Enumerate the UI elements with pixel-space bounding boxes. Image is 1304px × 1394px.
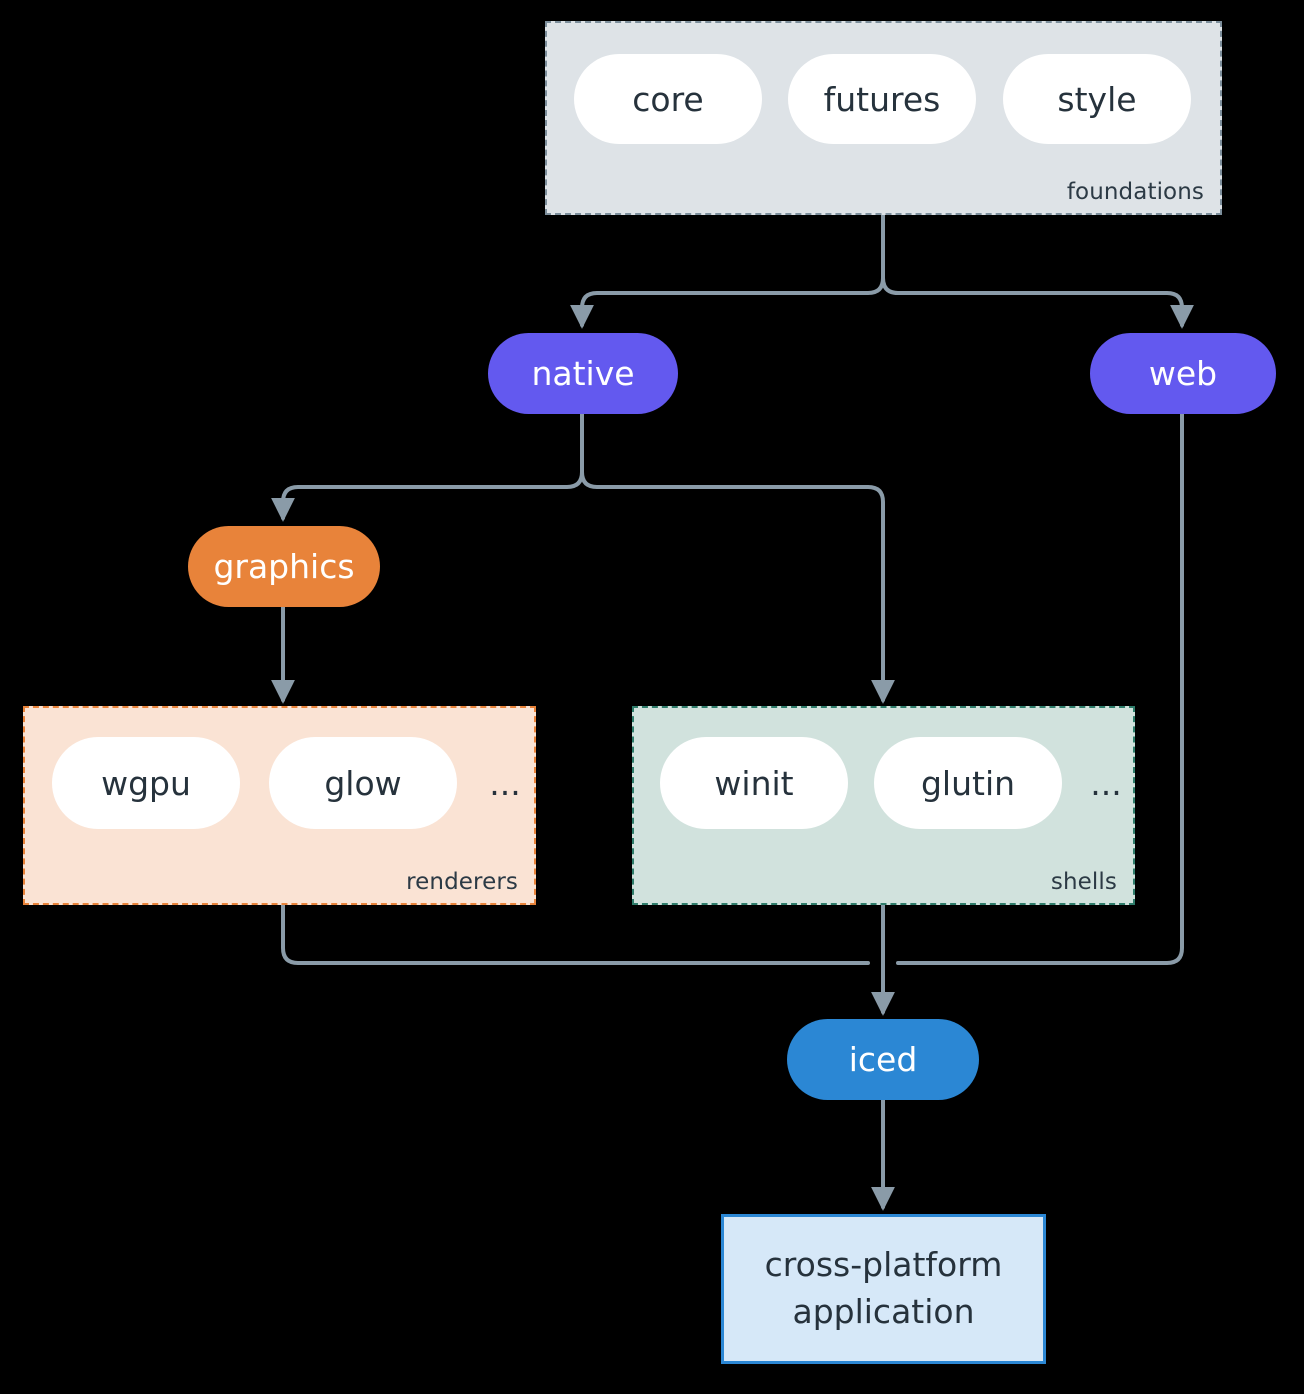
group-foundations-label: foundations (1066, 179, 1204, 205)
node-style-label: style (1057, 79, 1137, 119)
node-wgpu-label: wgpu (101, 763, 191, 803)
edge-foundations-web (881, 213, 1194, 329)
group-renderers-label: renderers (406, 869, 518, 895)
node-winit[interactable]: winit (660, 737, 848, 829)
group-shells: winit glutin ... shells (632, 706, 1135, 905)
application-line-2: application (792, 1292, 975, 1331)
edge-native-shells (580, 412, 895, 704)
node-futures-label: futures (823, 79, 941, 119)
node-glutin-label: glutin (920, 763, 1016, 803)
node-glow-label: glow (324, 763, 402, 803)
node-style[interactable]: style (1003, 54, 1191, 144)
edge-native-graphics (271, 412, 584, 522)
node-core-label: core (632, 79, 704, 119)
node-native[interactable]: native (488, 333, 678, 414)
node-cross-platform-application[interactable]: cross-platform application (721, 1214, 1046, 1364)
group-shells-label: shells (1050, 869, 1117, 895)
node-wgpu[interactable]: wgpu (52, 737, 240, 829)
group-renderers: wgpu glow ... renderers (23, 706, 536, 905)
renderers-more-ellipsis: ... (489, 763, 521, 803)
edge-renderers-iced (281, 903, 870, 965)
node-glow[interactable]: glow (269, 737, 457, 829)
node-graphics[interactable]: graphics (188, 526, 380, 607)
node-winit-label: winit (714, 763, 794, 803)
node-web-label: web (1148, 354, 1218, 393)
edge-foundations-native (570, 213, 885, 329)
application-line-1: cross-platform (764, 1245, 1003, 1285)
group-foundations: core futures style foundations (545, 21, 1222, 215)
node-futures[interactable]: futures (788, 54, 976, 144)
node-web[interactable]: web (1090, 333, 1276, 414)
node-iced[interactable]: iced (787, 1019, 979, 1100)
node-glutin[interactable]: glutin (874, 737, 1062, 829)
node-native-label: native (531, 354, 635, 393)
node-iced-label: iced (848, 1040, 918, 1079)
node-graphics-label: graphics (213, 547, 355, 586)
node-core[interactable]: core (574, 54, 762, 144)
shells-more-ellipsis: ... (1090, 763, 1122, 803)
